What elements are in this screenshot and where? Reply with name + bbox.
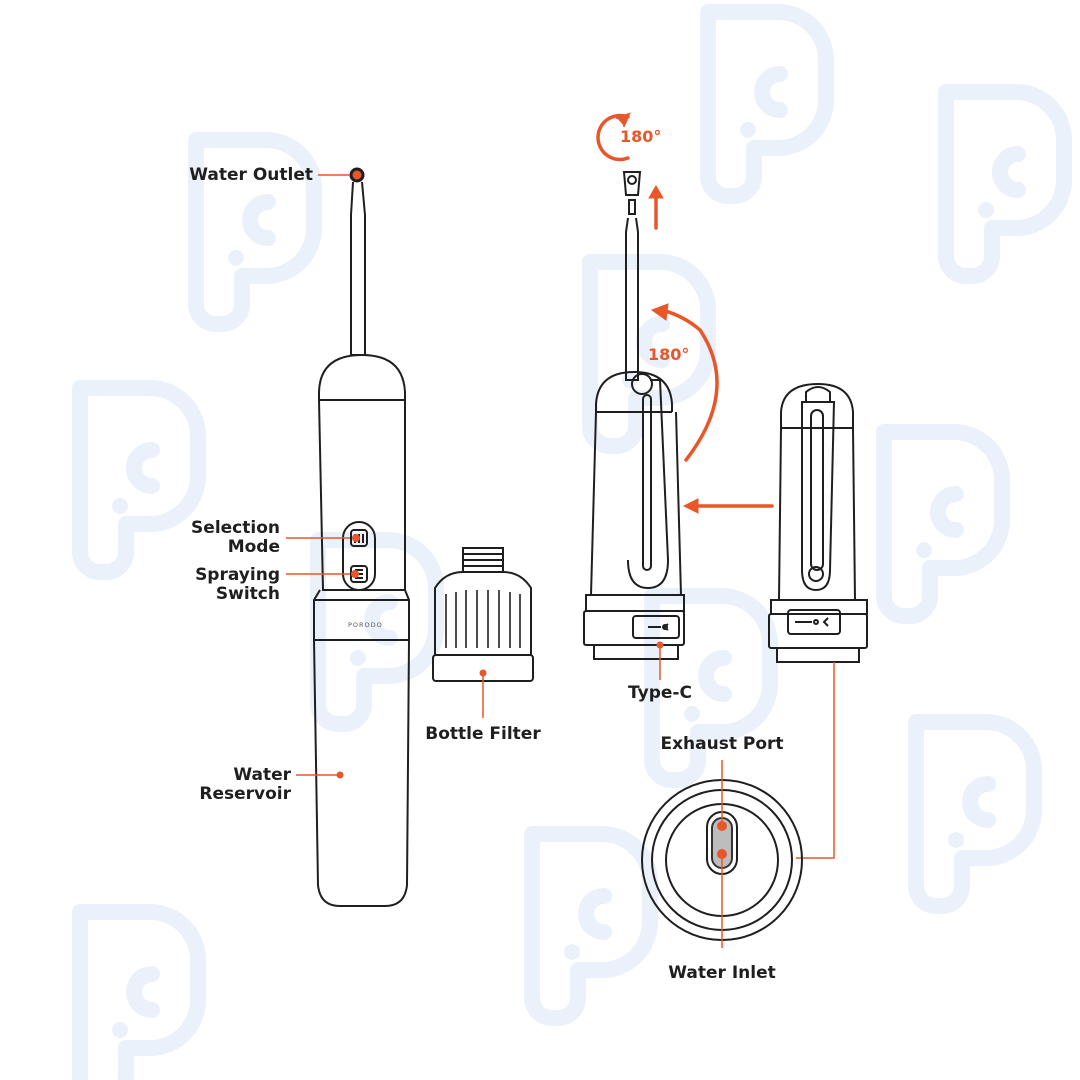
label-spraying-switch-line1: Spraying [195, 565, 280, 585]
label-selection-mode-line1: Selection [191, 518, 280, 538]
label-exhaust-port: Exhaust Port [660, 734, 784, 754]
label-water-outlet: Water Outlet [189, 165, 313, 185]
folded-device-back [768, 382, 868, 859]
reservoir-dot [336, 771, 344, 779]
rotation-arrows [596, 112, 774, 514]
folded-device-front [583, 171, 685, 680]
label-bottle-filter: Bottle Filter [425, 724, 541, 744]
rotation-label-top: 180° [620, 127, 662, 146]
main-device: PORODO [313, 167, 410, 907]
rotation-label-middle: 180° [648, 345, 690, 364]
bottle-filter [432, 547, 534, 718]
usb-c-port-icon [632, 615, 680, 639]
label-selection-mode: Selection Mode [191, 519, 280, 557]
label-selection-mode-line2: Mode [227, 537, 280, 557]
leader-lines [286, 174, 350, 776]
label-type-c: Type-C [628, 683, 692, 703]
brand-logo-text: PORODO [348, 621, 383, 629]
label-spraying-switch-line2: Switch [215, 584, 280, 604]
label-spraying-switch: Spraying Switch [195, 566, 280, 604]
label-water-reservoir-line1: Water [233, 765, 291, 785]
label-water-reservoir-line2: Reservoir [199, 784, 291, 804]
label-water-reservoir: Water Reservoir [199, 766, 291, 804]
bottom-view [641, 760, 803, 948]
usb-c-port-back-icon [787, 609, 841, 635]
label-water-inlet: Water Inlet [668, 963, 776, 983]
